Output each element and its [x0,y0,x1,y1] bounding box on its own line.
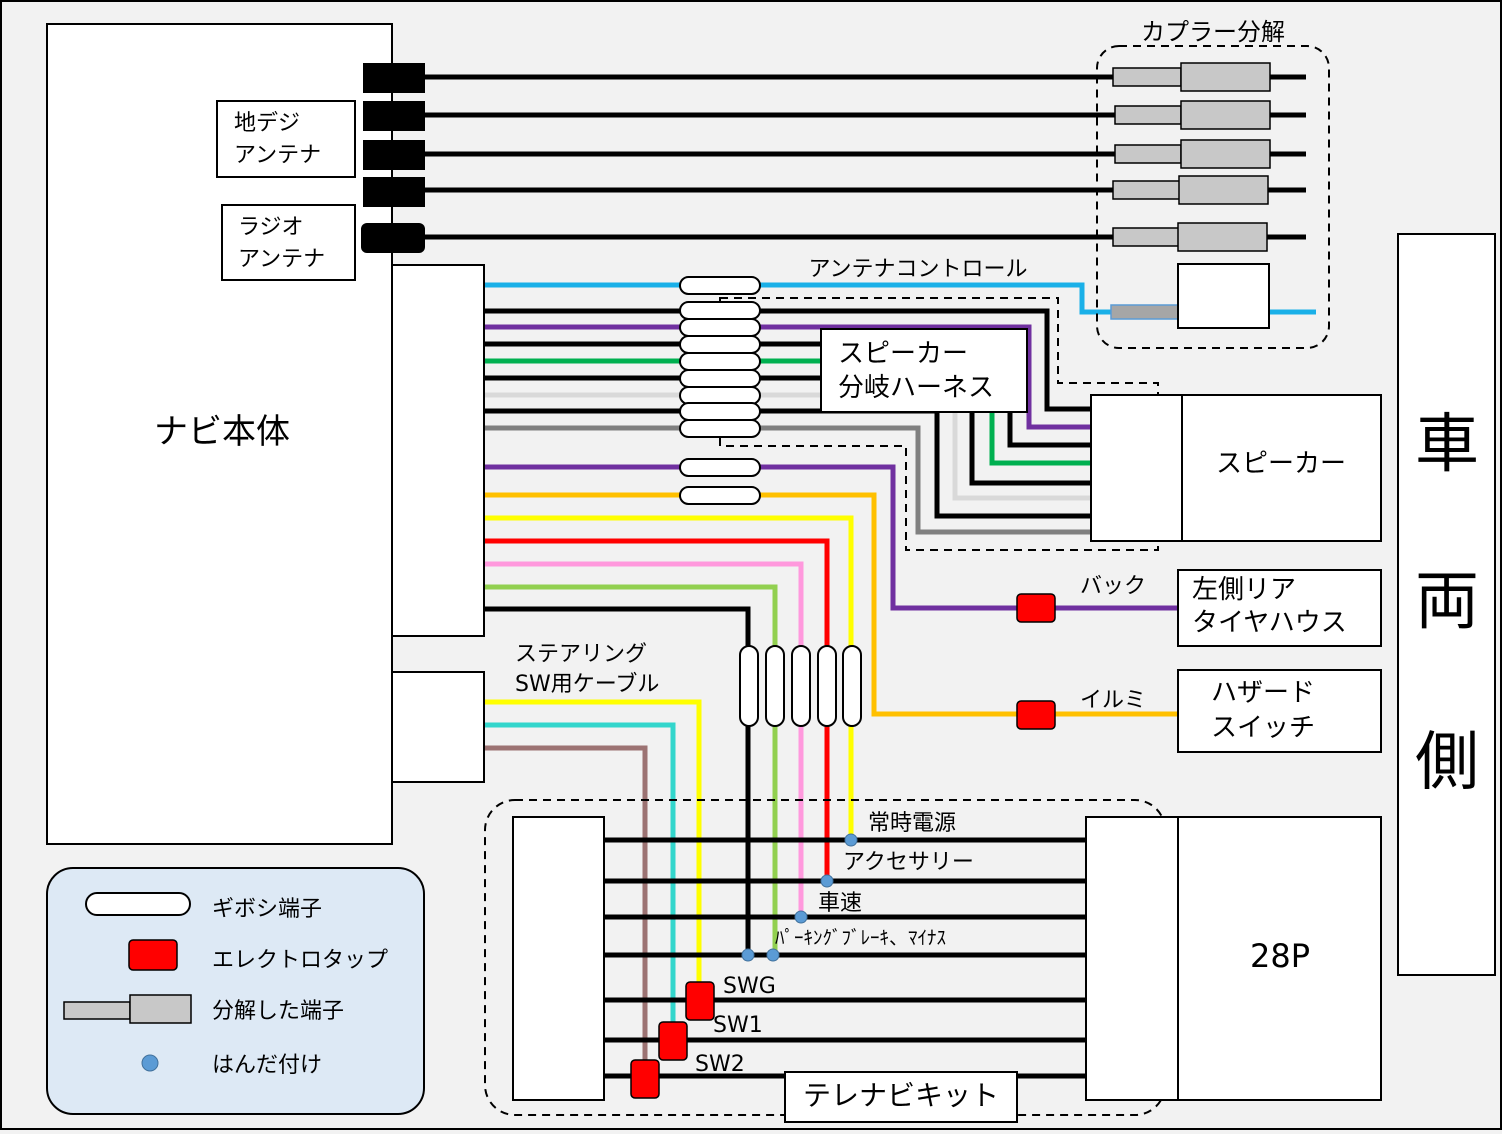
hazard-switch-box [1177,669,1382,753]
telenavi-kit-label: テレナビキット [803,1079,999,1112]
left-rear-label-2: タイヤハウス [1192,608,1347,638]
wire-parking-brake [484,584,778,955]
legend-tap-label: エレクトロタップ [212,948,388,973]
parking-brake-label: ﾊﾟｰｷﾝｸﾞﾌﾞﾚｰｷ、ﾏｲﾅｽ [775,927,946,949]
p28-box [1177,816,1382,1101]
hazard-label-1: ハザード [1211,678,1315,708]
back-label: バック [1080,574,1146,599]
telenavi-kit-label-box [784,1071,1018,1123]
illumi-label: イルミ [1080,688,1146,713]
antenna-control-terminal [1177,263,1270,329]
navi-body-label: ナビ本体 [154,412,290,452]
vehicle-side-box [1397,233,1496,976]
sw2-label: SW2 [695,1052,745,1077]
legend-tap-icon [128,939,178,971]
navi-steering-connector [391,671,485,783]
navi-main-connector [391,264,485,637]
radio-label-2: アンテナ [238,247,325,272]
wire-accessory [484,538,830,881]
speaker-harness-label-2: 分岐ハーネス [838,373,994,403]
vehicle-speed-label: 車速 [818,891,862,916]
antenna-control-label: アンテナコントロール [808,257,1027,282]
gibo-terminals-main [679,276,761,505]
legend-solder-icon [141,1054,159,1072]
coupler-label: カプラー分解 [1141,18,1285,46]
legend-disassembled-icon-a [63,1001,131,1020]
accessory-label: アクセサリー [843,850,974,875]
speaker-harness-region [719,297,1159,551]
sw1-electro-tap [658,1021,688,1061]
constant-power-label: 常時電源 [868,811,956,836]
vehicle-side-char-3: 側 [1415,726,1479,800]
solder-points [741,833,858,962]
coupler-region [1096,45,1330,349]
sw1-label: SW1 [713,1013,763,1038]
wire-constant-power [484,515,854,840]
back-electro-tap [1016,593,1056,623]
vehicle-side-char-2: 両 [1415,565,1479,639]
radio-antenna-box [221,204,356,281]
legend-solder-label: はんだ付け [212,1053,322,1078]
vehicle-side-char-1: 車 [1415,408,1479,482]
left-rear-label-1: 左側リア [1192,575,1296,605]
kit-left-connector [512,816,605,1101]
illumi-electro-tap [1016,700,1056,730]
speaker-label: スピーカー [1216,449,1346,479]
legend-box [46,867,425,1115]
kit-right-connector [1085,816,1179,1101]
steering-label-2: SW用ケーブル [515,672,659,697]
wire-steering-sw1 [484,722,676,1040]
speaker-box [1181,394,1382,542]
antenna-connectors [361,63,425,253]
legend-gibo-label: ギボシ端子 [212,897,322,922]
chideji-label-2: アンテナ [234,143,321,168]
disassembled-terminals [1110,62,1271,320]
speaker-connector [1090,394,1183,542]
steering-label-1: ステアリング [515,642,647,667]
speaker-harness-box [820,328,1028,413]
swg-label: SWG [723,974,776,999]
legend-gibo-icon [85,892,191,916]
swg-electro-tap [685,981,715,1021]
hazard-label-2: スイッチ [1211,713,1315,743]
gibo-terminals-power [739,645,862,727]
speaker-harness-label-1: スピーカー [838,339,968,369]
left-rear-box [1177,569,1382,647]
legend-disassembled-label: 分解した端子 [212,999,344,1024]
wire-steering-sw2 [484,745,648,1078]
chideji-antenna-box [216,100,356,178]
p28-label: 28P [1250,937,1310,975]
radio-label-1: ラジオ [238,215,304,240]
chideji-label-1: 地デジ [234,111,300,136]
legend-disassembled-icon-b [129,994,192,1024]
wire-steering-swg [484,699,702,1000]
sw2-electro-tap [630,1059,660,1099]
